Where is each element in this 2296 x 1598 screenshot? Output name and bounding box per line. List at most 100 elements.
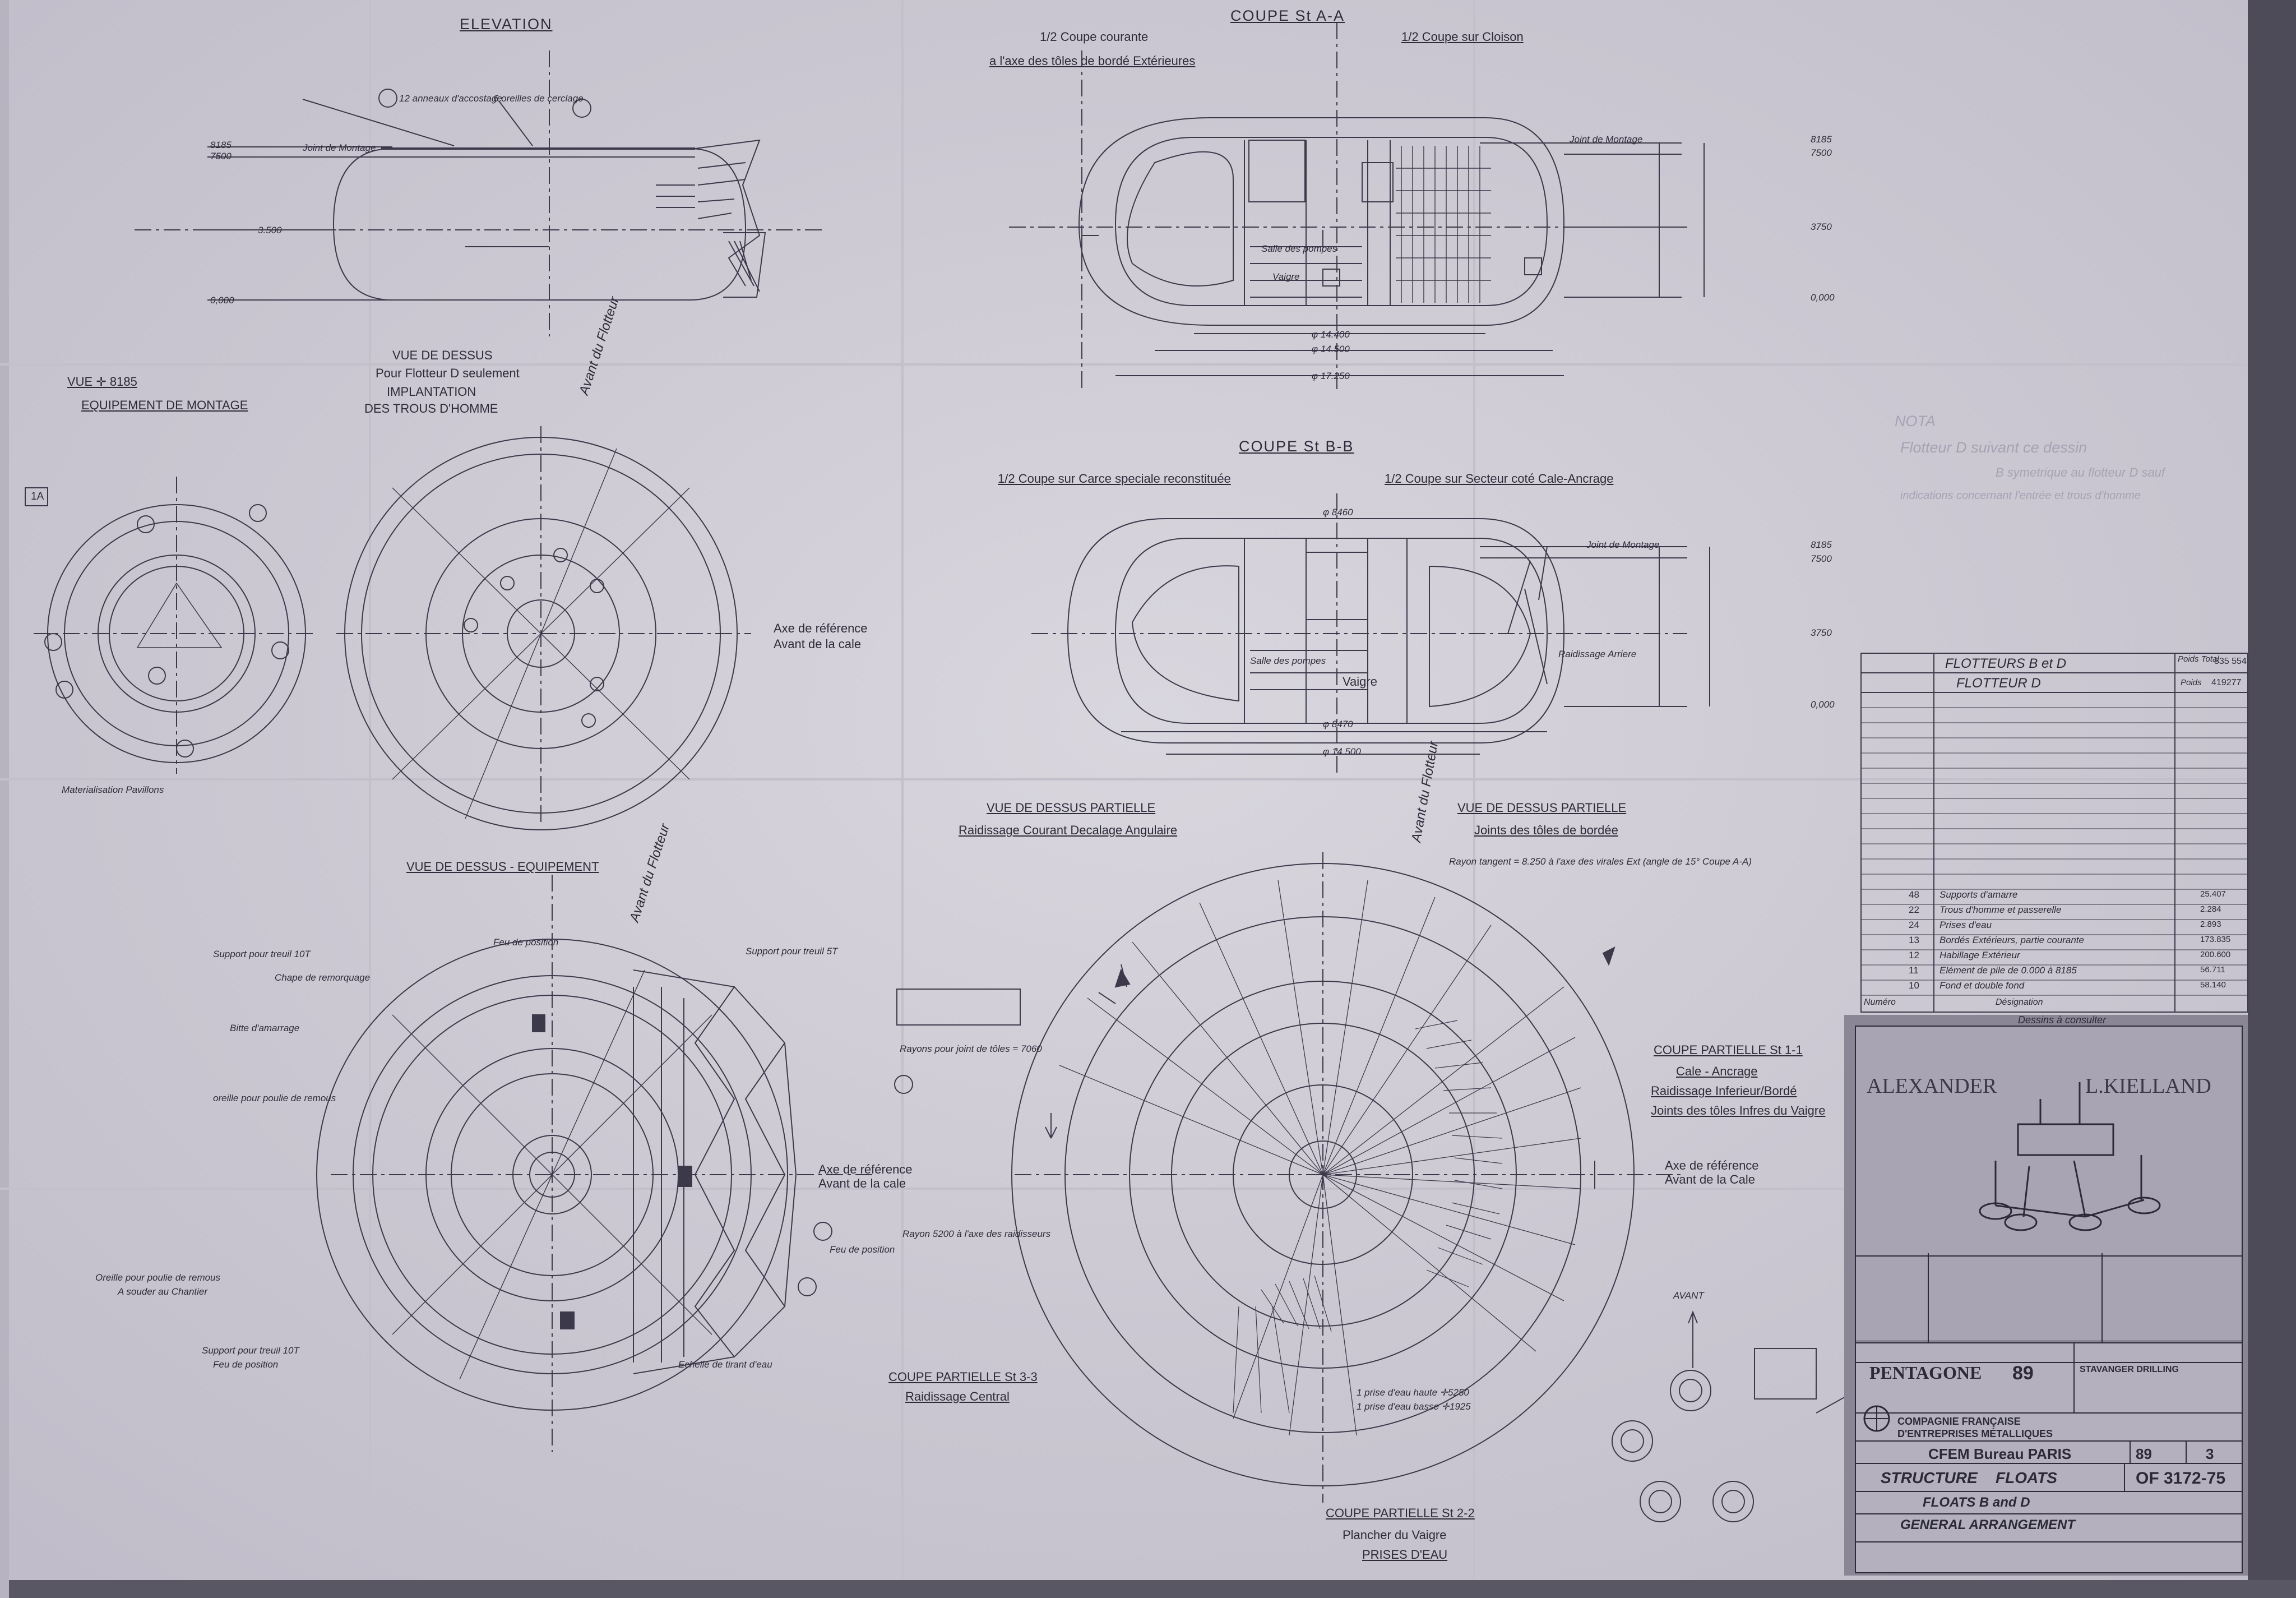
table-header-num: Numéro <box>1864 997 1896 1007</box>
aa-0000: 0,000 <box>1811 292 1835 303</box>
bb-vaigre: Vaigre <box>1343 675 1377 689</box>
bb-8185: 8185 <box>1811 539 1832 550</box>
table-header-des: Désignation <box>1996 997 2043 1007</box>
table-row2-col: Poids <box>2181 678 2202 687</box>
coupe-22-a: Plancher du Vaigre <box>1343 1528 1447 1542</box>
item-designation: Bordés Extérieurs, partie courante <box>1939 935 2084 945</box>
rayon-5200: Rayon 5200 à l'axe des raidisseurs <box>902 1228 1051 1239</box>
item-poids: 2.893 <box>2200 920 2221 929</box>
item-designation: Trous d'homme et passerelle <box>1939 904 2062 915</box>
vue-partielle-2-sub: Joints des tôles de bordée <box>1474 823 1618 837</box>
vue-dessus-title: VUE DE DESSUS <box>392 348 493 362</box>
aa-joint: Joint de Montage <box>1570 134 1643 145</box>
coupe-33-title: COUPE PARTIELLE St 3-3 <box>888 1370 1038 1384</box>
aa-7500: 7500 <box>1811 147 1832 158</box>
chape-label: Chape de remorquage <box>275 972 371 983</box>
axe-ref-3: Axe de référence <box>1665 1158 1759 1172</box>
elevation-title: ELEVATION <box>460 16 553 33</box>
implantation-title: IMPLANTATION <box>387 385 476 399</box>
feu3-label: Feu de position <box>830 1244 895 1255</box>
item-poids: 2.284 <box>2200 904 2221 914</box>
item-num: 24 <box>1909 920 1919 930</box>
aa-phi-14500: φ 14.500 <box>1312 344 1350 354</box>
vue-dessus-sub: Pour Flotteur D seulement <box>376 366 520 380</box>
avant-cale-3: Avant de la Cale <box>1665 1172 1756 1186</box>
bb-phi-14500: φ 14.500 <box>1323 746 1361 757</box>
coupe-bb-left: 1/2 Coupe sur Carce speciale reconstitué… <box>998 472 1231 486</box>
nota-line1: Flotteur D suivant ce dessin <box>1900 439 2087 456</box>
owner-label: STAVANGER DRILLING <box>2080 1365 2179 1374</box>
rayon-tangent: Rayon tangent = 8.250 à l'axe des virale… <box>1449 856 1752 867</box>
equipement-montage-title: EQUIPEMENT DE MONTAGE <box>81 398 248 412</box>
coupe-11-c: Joints des tôles Infres du Vaigre <box>1651 1103 1826 1117</box>
item-num: 10 <box>1909 980 1919 991</box>
bb-joint: Joint de Montage <box>1586 539 1660 550</box>
bb-salle: Salle des pompes <box>1250 655 1326 666</box>
table-row1-val: 835 554 <box>2214 657 2247 666</box>
title-line2: GENERAL ARRANGEMENT <box>1900 1517 2076 1532</box>
feu2-label: Feu de position <box>213 1359 279 1370</box>
item-num: 11 <box>1909 965 1919 976</box>
elev-oreilles: 6 oreilles de cerclage <box>493 93 584 104</box>
sheet-no: 89 <box>2136 1445 2152 1462</box>
item-poids: 25.407 <box>2200 889 2226 899</box>
coupe-22-title: COUPE PARTIELLE St 2-2 <box>1326 1506 1475 1520</box>
feu-label: Feu de position <box>493 937 559 948</box>
cfem-logo <box>1863 1405 1890 1432</box>
aa-3750: 3750 <box>1811 221 1832 232</box>
sheet-idx: 3 <box>2206 1445 2214 1462</box>
dessins-label: Dessins à consulter <box>2018 1014 2107 1026</box>
item-poids: 200.600 <box>2200 950 2231 959</box>
coupe-aa-right: 1/2 Coupe sur Cloison <box>1401 30 1524 44</box>
support-5t: Support pour treuil 5T <box>746 946 838 957</box>
prise-basse: 1 prise d'eau basse ✛1925 <box>1357 1401 1471 1412</box>
elev-3500: 3.500 <box>258 225 282 235</box>
item-num: 48 <box>1909 889 1919 900</box>
aa-8185: 8185 <box>1811 134 1832 145</box>
cfem-bureau: CFEM Bureau PARIS <box>1928 1445 2072 1462</box>
item-designation: Supports d'amarre <box>1939 889 2018 900</box>
nota-line3: indications concernant l'entrée et trous… <box>1900 489 2141 502</box>
floats-label: FLOATS <box>1996 1469 2057 1486</box>
aa-phi-14400: φ 14.400 <box>1312 329 1350 340</box>
nota-title: NOTA <box>1895 413 1936 429</box>
bb-phi-8470: φ 8470 <box>1323 719 1353 729</box>
item-num: 12 <box>1909 950 1919 960</box>
prise-haute: 1 prise d'eau haute ✛5250 <box>1357 1387 1469 1398</box>
vue-partielle-1-sub: Raidissage Courant Decalage Angulaire <box>959 823 1178 837</box>
vue-8185-title: VUE ✛ 8185 <box>67 375 137 389</box>
aa-salle: Salle des pompes <box>1261 243 1337 254</box>
a-souder-label: A souder au Chantier <box>118 1286 208 1297</box>
oreille2-label: Oreille pour poulie de remous <box>95 1272 221 1283</box>
support-treuil-1: Support pour treuil 10T <box>213 949 311 959</box>
item-designation: Fond et double fond <box>1939 980 2025 991</box>
bitte-label: Bitte d'amarrage <box>230 1023 300 1033</box>
coupe-aa-left2: a l'axe des tôles de bordé Extérieures <box>989 54 1196 68</box>
echelle-label: Echelle de tirant d'eau <box>678 1359 772 1370</box>
axe-ref-1: Axe de référence <box>774 621 868 635</box>
table-row1-label: FLOTTEURS B et D <box>1945 656 2067 671</box>
project-left: ALEXANDER <box>1867 1074 1997 1098</box>
axe-ref-2: Axe de référence <box>818 1162 913 1176</box>
table-row1-col: Poids Total <box>2178 654 2219 664</box>
tag-1a: 1A <box>31 491 44 502</box>
support-treuil-2: Support pour treuil 10T <box>202 1345 299 1356</box>
coupe-33-sub: Raidissage Central <box>905 1389 1010 1403</box>
coupe-aa-left: 1/2 Coupe courante <box>1040 30 1149 44</box>
item-num: 22 <box>1909 904 1919 915</box>
item-designation: Elément de pile de 0.000 à 8185 <box>1939 965 2077 976</box>
coupe-11-b: Raidissage Inferieur/Bordé <box>1651 1084 1797 1098</box>
drawing-number: OF 3172-75 <box>2136 1469 2226 1488</box>
bb-7500: 7500 <box>1811 553 1832 564</box>
coupe-11-title: COUPE PARTIELLE St 1-1 <box>1654 1043 1803 1057</box>
rig-sketch <box>1979 1082 2161 1231</box>
structure-label: STRUCTURE <box>1881 1469 1978 1486</box>
materialisation-label: Materialisation Pavillons <box>62 784 164 795</box>
item-designation: Prises d'eau <box>1939 920 1992 930</box>
rig-no: 89 <box>2012 1363 2034 1384</box>
item-poids: 58.140 <box>2200 980 2226 990</box>
rayons-joint: Rayons pour joint de tôles = 7060 <box>900 1043 1042 1054</box>
avant-cale-2: Avant de la cale <box>818 1176 906 1190</box>
